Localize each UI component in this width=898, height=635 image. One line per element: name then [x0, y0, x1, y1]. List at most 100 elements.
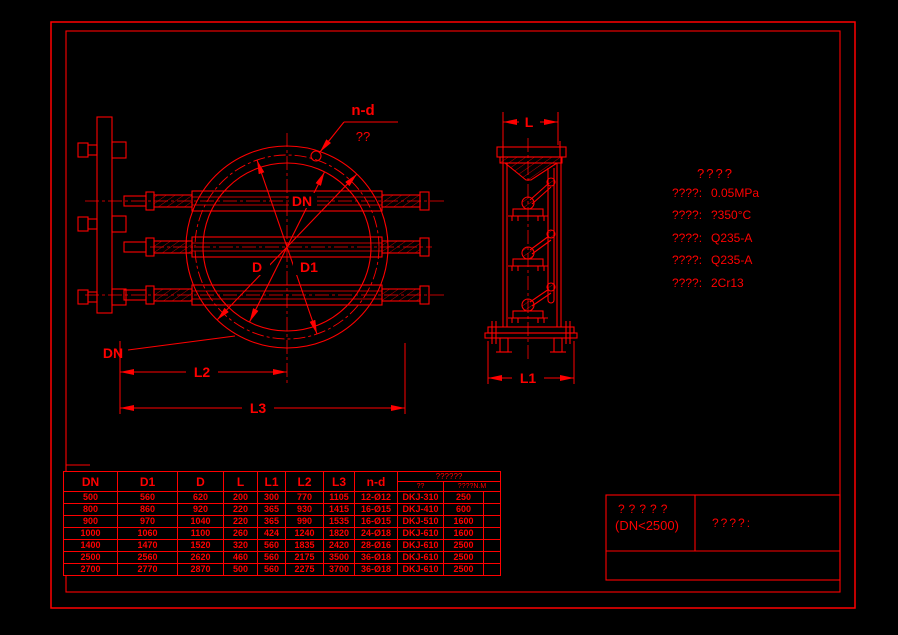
table-cell: 770 — [285, 491, 324, 504]
spec-label: ????: — [672, 208, 702, 222]
lever-unit — [508, 235, 552, 271]
table-cell: 1240 — [285, 527, 324, 540]
table-cell: 260 — [223, 527, 258, 540]
table-cell: 3500 — [323, 551, 355, 564]
table-header: L3 — [323, 471, 355, 492]
title-block-right-label: ????: — [712, 516, 752, 530]
title-block-size-range: (DN<2500) — [615, 518, 679, 533]
spec-title: ???? — [697, 166, 734, 181]
table-cell: DKJ-610 — [397, 539, 444, 552]
table-cell: 28-Ø16 — [354, 539, 398, 552]
dim-label-l3: L3 — [250, 400, 267, 416]
table-cell: 2500 — [443, 539, 484, 552]
table-header: D1 — [117, 471, 178, 492]
table-cell: DKJ-610 — [397, 527, 444, 540]
table-header: L2 — [285, 471, 324, 492]
bolt-hole — [310, 150, 322, 162]
table-cell: 12-Ø12 — [354, 491, 398, 504]
table-cell: 250 — [443, 491, 484, 504]
table-cell: 3700 — [323, 563, 355, 576]
link-bar — [546, 168, 556, 304]
bolt-symbol — [77, 141, 127, 159]
table-cell: 1470 — [117, 539, 178, 552]
table-cell: 2770 — [117, 563, 178, 576]
table-cell: 2275 — [285, 563, 324, 576]
table-cell: 620 — [177, 491, 224, 504]
bolt-symbol — [77, 215, 127, 233]
table-cell: 2500 — [63, 551, 118, 564]
spec-value: 0.05MPa — [711, 186, 759, 200]
dim-l — [502, 112, 559, 147]
bolt-symbol — [77, 288, 127, 306]
table-cell: 220 — [223, 503, 258, 516]
table-cell: 2560 — [117, 551, 178, 564]
table-cell: 365 — [257, 503, 286, 516]
table-header: L — [223, 471, 258, 492]
table-cell: DKJ-610 — [397, 551, 444, 564]
table-header: L1 — [257, 471, 286, 492]
dim-label-dn: DN — [292, 193, 312, 209]
table-cell: 560 — [257, 539, 286, 552]
table-header: DN — [63, 471, 118, 492]
table-cell: 424 — [257, 527, 286, 540]
table-cell: 460 — [223, 551, 258, 564]
table-header: D — [177, 471, 224, 492]
table-cell: 1820 — [323, 527, 355, 540]
spec-value: Q235-A — [711, 231, 752, 245]
table-cell: 1835 — [285, 539, 324, 552]
spec-label: ????: — [672, 186, 702, 200]
table-cell: 2175 — [285, 551, 324, 564]
duct-dn-label: DN — [103, 345, 123, 361]
table-cell-empty — [483, 491, 501, 504]
table-cell: 1600 — [443, 527, 484, 540]
side-view — [484, 138, 578, 362]
dim-label-l2: L2 — [194, 364, 211, 380]
table-cell-empty — [483, 563, 501, 576]
bolt-circle — [194, 154, 380, 340]
lever-unit — [508, 182, 552, 221]
dim-label-l1: L1 — [520, 370, 537, 386]
table-cell: 2870 — [177, 563, 224, 576]
table-cell-empty — [483, 515, 501, 528]
table-cell: 220 — [223, 515, 258, 528]
spec-value: Q235-A — [711, 253, 752, 267]
louver-blade — [85, 190, 445, 212]
table-cell: 200 — [223, 491, 258, 504]
dim-label-l: L — [525, 114, 534, 130]
table-cell: 16-Ø15 — [354, 515, 398, 528]
table-cell: 300 — [257, 491, 286, 504]
table-cell: 500 — [223, 563, 258, 576]
table-cell: 1415 — [323, 503, 355, 516]
spec-value: ?350°C — [711, 208, 751, 222]
table-cell: 1520 — [177, 539, 224, 552]
table-cell: 930 — [285, 503, 324, 516]
lever-unit — [508, 288, 552, 323]
table-cell: 970 — [117, 515, 178, 528]
spec-value: 2Cr13 — [711, 276, 744, 290]
nd-callout — [310, 121, 398, 162]
drawing-frame — [50, 21, 856, 609]
table-cell: 1105 — [323, 491, 355, 504]
table-cell: 920 — [177, 503, 224, 516]
table-cell: 860 — [117, 503, 178, 516]
table-cell: DKJ-610 — [397, 563, 444, 576]
table-cell: 36-Ø18 — [354, 551, 398, 564]
table-cell: 1600 — [443, 515, 484, 528]
table-subheader: ?? — [397, 481, 444, 492]
table-cell: 560 — [257, 551, 286, 564]
table-cell: 320 — [223, 539, 258, 552]
front-view — [77, 116, 445, 385]
dim-l2 — [119, 341, 406, 414]
table-header-merged: ?????? — [397, 471, 501, 482]
table-cell-empty — [483, 539, 501, 552]
spec-label: ????: — [672, 253, 702, 267]
title-block-name: ????? — [618, 502, 671, 516]
louver-blade — [85, 284, 445, 306]
table-cell: 600 — [443, 503, 484, 516]
table-cell: 500 — [63, 491, 118, 504]
